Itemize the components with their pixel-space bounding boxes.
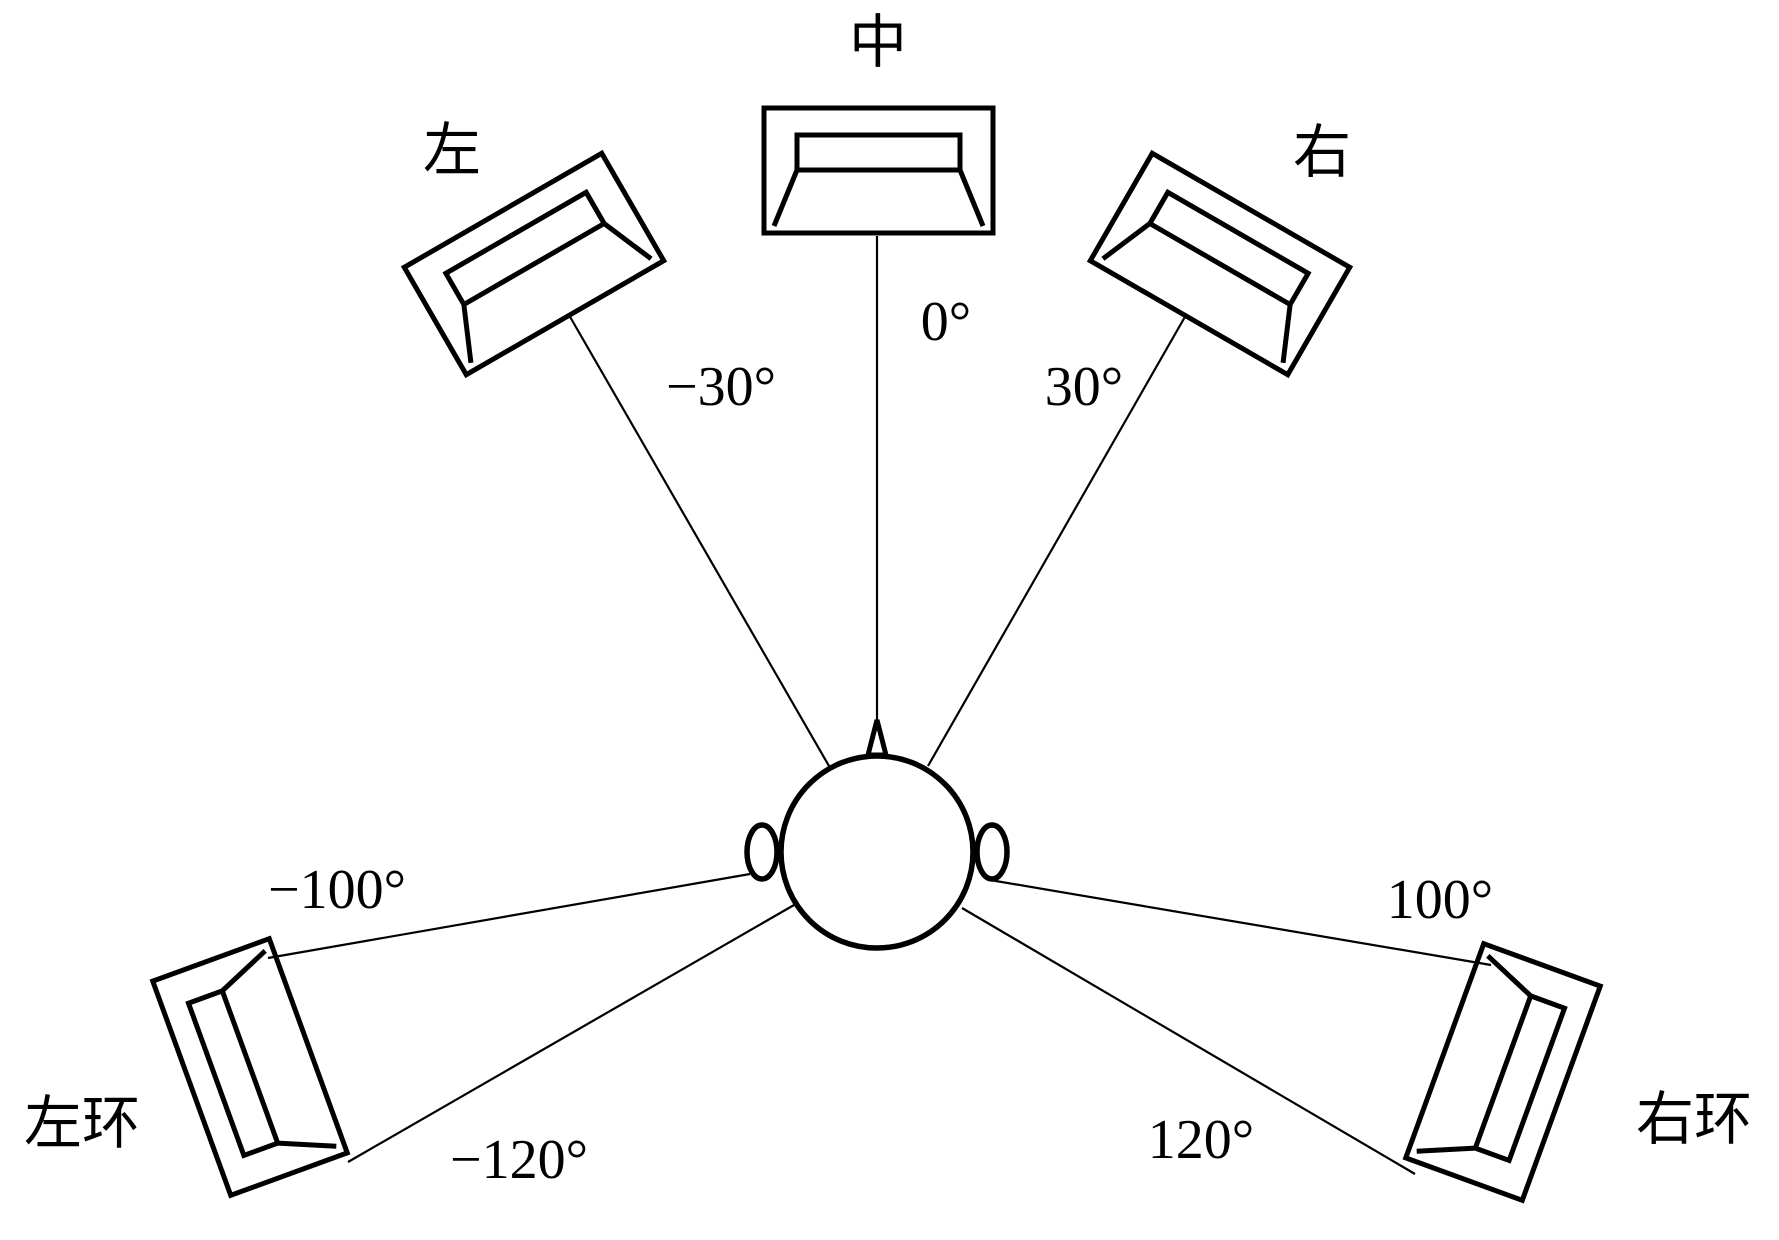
angle-right: 30° (1045, 356, 1123, 418)
line-left-surround-100 (267, 872, 751, 960)
angle-left-surround-120: −120° (450, 1129, 588, 1191)
direction-lines (267, 236, 1492, 1175)
line-left-surround-120 (347, 904, 795, 1163)
label-right-surround: 右环 (1636, 1087, 1752, 1152)
right-surround-speaker-icon (1402, 940, 1604, 1204)
nose-icon (864, 719, 890, 758)
line-right-surround-100 (989, 878, 1492, 967)
left-speaker-icon (400, 149, 668, 379)
head-circle (778, 753, 976, 951)
angle-left-surround-100: −100° (268, 859, 406, 921)
label-center: 中 (849, 10, 907, 75)
line-right-surround-120 (961, 907, 1416, 1175)
listener-head (744, 719, 1010, 951)
angle-right-surround-100: 100° (1387, 869, 1493, 931)
right-ear-icon (974, 822, 1010, 882)
angle-left: −30° (666, 356, 776, 418)
line-right (927, 314, 1187, 767)
left-ear-icon (744, 822, 780, 882)
angle-right-surround-120: 120° (1148, 1109, 1254, 1171)
label-right: 右 (1293, 120, 1351, 185)
label-left-surround: 左环 (24, 1091, 140, 1156)
right-speaker-icon (1086, 149, 1354, 379)
line-left (568, 314, 830, 767)
center-speaker-icon (761, 105, 996, 236)
angle-center: 0° (921, 291, 971, 353)
label-left: 左 (423, 118, 481, 183)
left-surround-speaker-icon (149, 935, 351, 1199)
